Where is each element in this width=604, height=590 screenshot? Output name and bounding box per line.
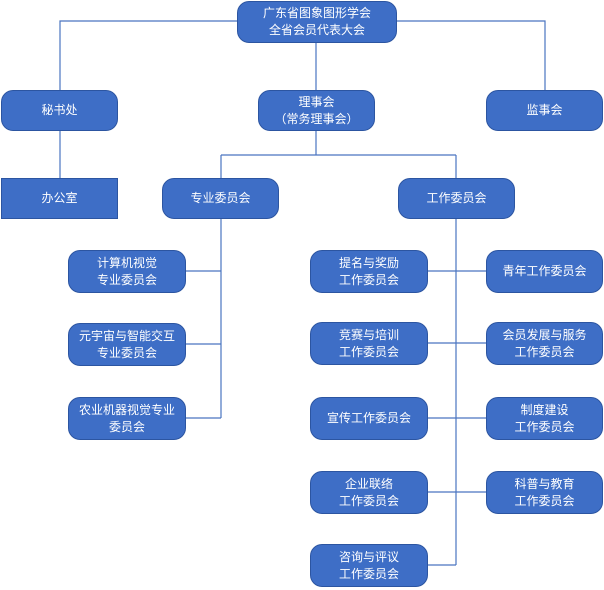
node-prof-committee: 专业委员会 xyxy=(162,178,279,219)
node-membership-line1: 会员发展与服务 xyxy=(502,327,587,342)
node-work-committee: 工作委员会 xyxy=(398,178,515,219)
node-science: 科普与教育工作委员会 xyxy=(486,471,603,514)
node-nomination-line1: 提名与奖励 xyxy=(338,255,399,270)
node-metaverse: 元宇宙与智能交互专业委员会 xyxy=(68,323,186,366)
node-root-line2: 全省会员代表大会 xyxy=(268,23,365,37)
node-membership: 会员发展与服务工作委员会 xyxy=(486,322,603,365)
node-office: 办公室 xyxy=(1,178,118,219)
node-youth: 青年工作委员会 xyxy=(486,250,603,293)
node-agri-line2: 委员会 xyxy=(108,419,145,434)
node-consulting: 咨询与评议工作委员会 xyxy=(310,544,428,587)
node-agri-line1: 农业机器视觉专业 xyxy=(78,402,175,417)
node-publicity-label: 宣传工作委员会 xyxy=(326,411,411,425)
node-council-line2: （常务理事会） xyxy=(274,111,359,126)
node-council-line1: 理事会 xyxy=(298,94,335,109)
node-prof-committee-label: 专业委员会 xyxy=(190,191,251,205)
node-cv-line1: 计算机视觉 xyxy=(96,255,157,270)
node-consulting-line1: 咨询与评议 xyxy=(338,549,399,564)
node-council: 理事会 （常务理事会） xyxy=(258,90,375,131)
node-secretariat: 秘书处 xyxy=(1,90,118,131)
node-competition-line2: 工作委员会 xyxy=(338,344,399,359)
node-enterprise-line1: 企业联络 xyxy=(344,476,393,491)
node-youth-label: 青年工作委员会 xyxy=(502,264,587,278)
node-nomination-line2: 工作委员会 xyxy=(338,272,399,287)
node-consulting-line2: 工作委员会 xyxy=(338,566,399,581)
node-nomination: 提名与奖励工作委员会 xyxy=(310,250,428,293)
node-science-line1: 科普与教育 xyxy=(514,476,575,491)
node-science-line2: 工作委员会 xyxy=(514,493,575,508)
node-supervisors: 监事会 xyxy=(486,90,603,131)
connector-root-left xyxy=(59,20,237,90)
node-enterprise-line2: 工作委员会 xyxy=(338,493,399,508)
node-institution-line2: 工作委员会 xyxy=(514,419,575,434)
node-secretariat-label: 秘书处 xyxy=(41,103,78,117)
node-cv-line2: 专业委员会 xyxy=(96,272,157,287)
node-metaverse-line1: 元宇宙与智能交互 xyxy=(78,328,175,343)
node-competition: 竞赛与培训工作委员会 xyxy=(310,322,428,365)
node-root-line1: 广东省图象图形学会 xyxy=(262,6,371,20)
node-institution-line1: 制度建设 xyxy=(520,402,569,417)
node-agri: 农业机器视觉专业委员会 xyxy=(68,397,186,440)
node-publicity: 宣传工作委员会 xyxy=(310,397,428,440)
node-root: 广东省图象图形学会全省会员代表大会 xyxy=(237,1,397,43)
node-cv: 计算机视觉专业委员会 xyxy=(68,250,186,293)
connector-root-right xyxy=(397,20,546,90)
node-office-label: 办公室 xyxy=(41,191,78,205)
node-supervisors-label: 监事会 xyxy=(526,103,563,117)
node-institution: 制度建设工作委员会 xyxy=(486,397,603,440)
node-metaverse-line2: 专业委员会 xyxy=(96,345,157,360)
node-competition-line1: 竞赛与培训 xyxy=(338,327,399,342)
node-work-committee-label: 工作委员会 xyxy=(426,191,487,205)
node-enterprise: 企业联络工作委员会 xyxy=(310,471,428,514)
node-membership-line2: 工作委员会 xyxy=(514,344,575,359)
